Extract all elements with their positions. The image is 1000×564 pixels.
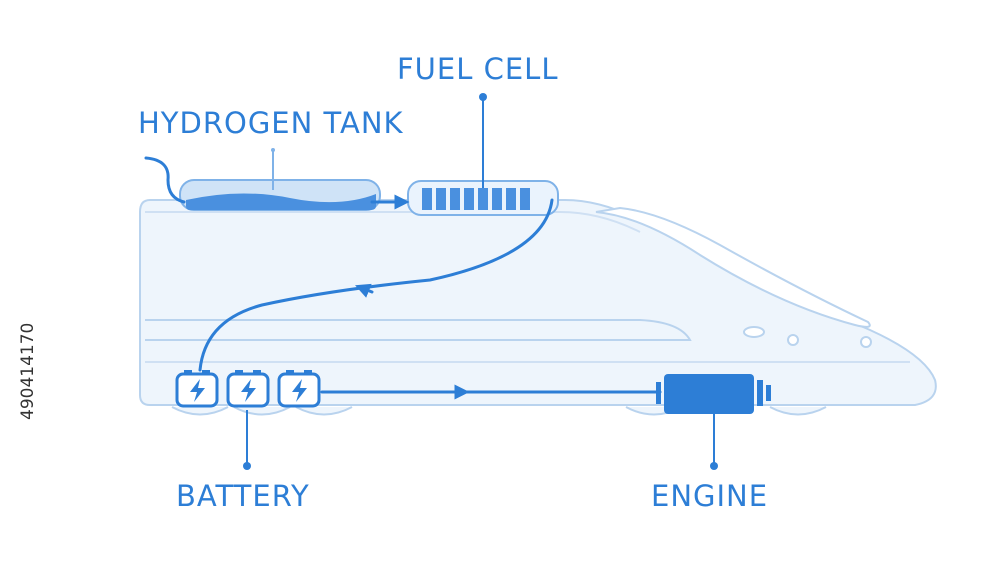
hydrogen-tank-label: HYDROGEN TANK (138, 106, 404, 140)
fuel-cell-plate (506, 188, 516, 210)
windshield (595, 206, 871, 328)
engine (656, 374, 771, 414)
lightning-bolt-icon (241, 379, 256, 402)
fuel-cell-plate (450, 188, 460, 210)
engine-leader-dot (710, 462, 718, 470)
battery-cell (175, 370, 219, 408)
fuel-cell-leader-dot (479, 93, 487, 101)
stock-id-text: 490414170 (18, 323, 38, 420)
flow-lines (144, 156, 662, 400)
battery-leader-dot (243, 462, 251, 470)
tank-liquid (186, 193, 376, 210)
battery-pack (175, 370, 321, 408)
fuel-cell-plate (464, 188, 474, 210)
wheels (171, 406, 827, 416)
battery-terminal (304, 370, 312, 375)
wheel (769, 406, 827, 416)
battery-terminal (184, 370, 192, 375)
hydrogen-tank (179, 179, 381, 211)
fuel-cell-plate (520, 188, 530, 210)
return-arrow-head (355, 283, 374, 298)
engine-end-cap (757, 380, 763, 406)
battery-terminal (202, 370, 210, 375)
lightning-bolt-icon (190, 379, 205, 402)
lightning-bolt-icon (292, 379, 307, 402)
battery-terminal (235, 370, 243, 375)
wheel (171, 406, 229, 416)
hydrogen-tank-leader-dot (271, 148, 275, 152)
headlight-1 (743, 326, 765, 338)
train-roof-band (145, 211, 641, 233)
fuel-cell (407, 180, 559, 216)
battery-label: BATTERY (176, 479, 310, 513)
battery-cell (277, 370, 321, 408)
fuel-cell-plate (436, 188, 446, 210)
fuel-cell-plate (492, 188, 502, 210)
headlight-2 (787, 334, 799, 346)
fuel-cell-to-battery-line (198, 198, 554, 372)
side-panel (145, 319, 692, 341)
battery-terminal (286, 370, 294, 375)
wheel (295, 406, 353, 416)
hydrogen-inflow-arrow (144, 156, 186, 204)
wheel (233, 406, 291, 416)
battery-terminal (253, 370, 261, 375)
engine-end-cap (766, 385, 771, 401)
engine-end-cap (656, 382, 661, 404)
fuel-cell-plate (478, 188, 488, 210)
engine-label: ENGINE (651, 479, 768, 513)
fuel-cell-plate (422, 188, 432, 210)
train-body (139, 199, 937, 406)
leader-lines (243, 93, 718, 470)
battery-cell (226, 370, 270, 408)
engine-body (664, 374, 754, 414)
headlight-3 (860, 336, 872, 348)
fuel-cell-label: FUEL CELL (397, 52, 559, 86)
